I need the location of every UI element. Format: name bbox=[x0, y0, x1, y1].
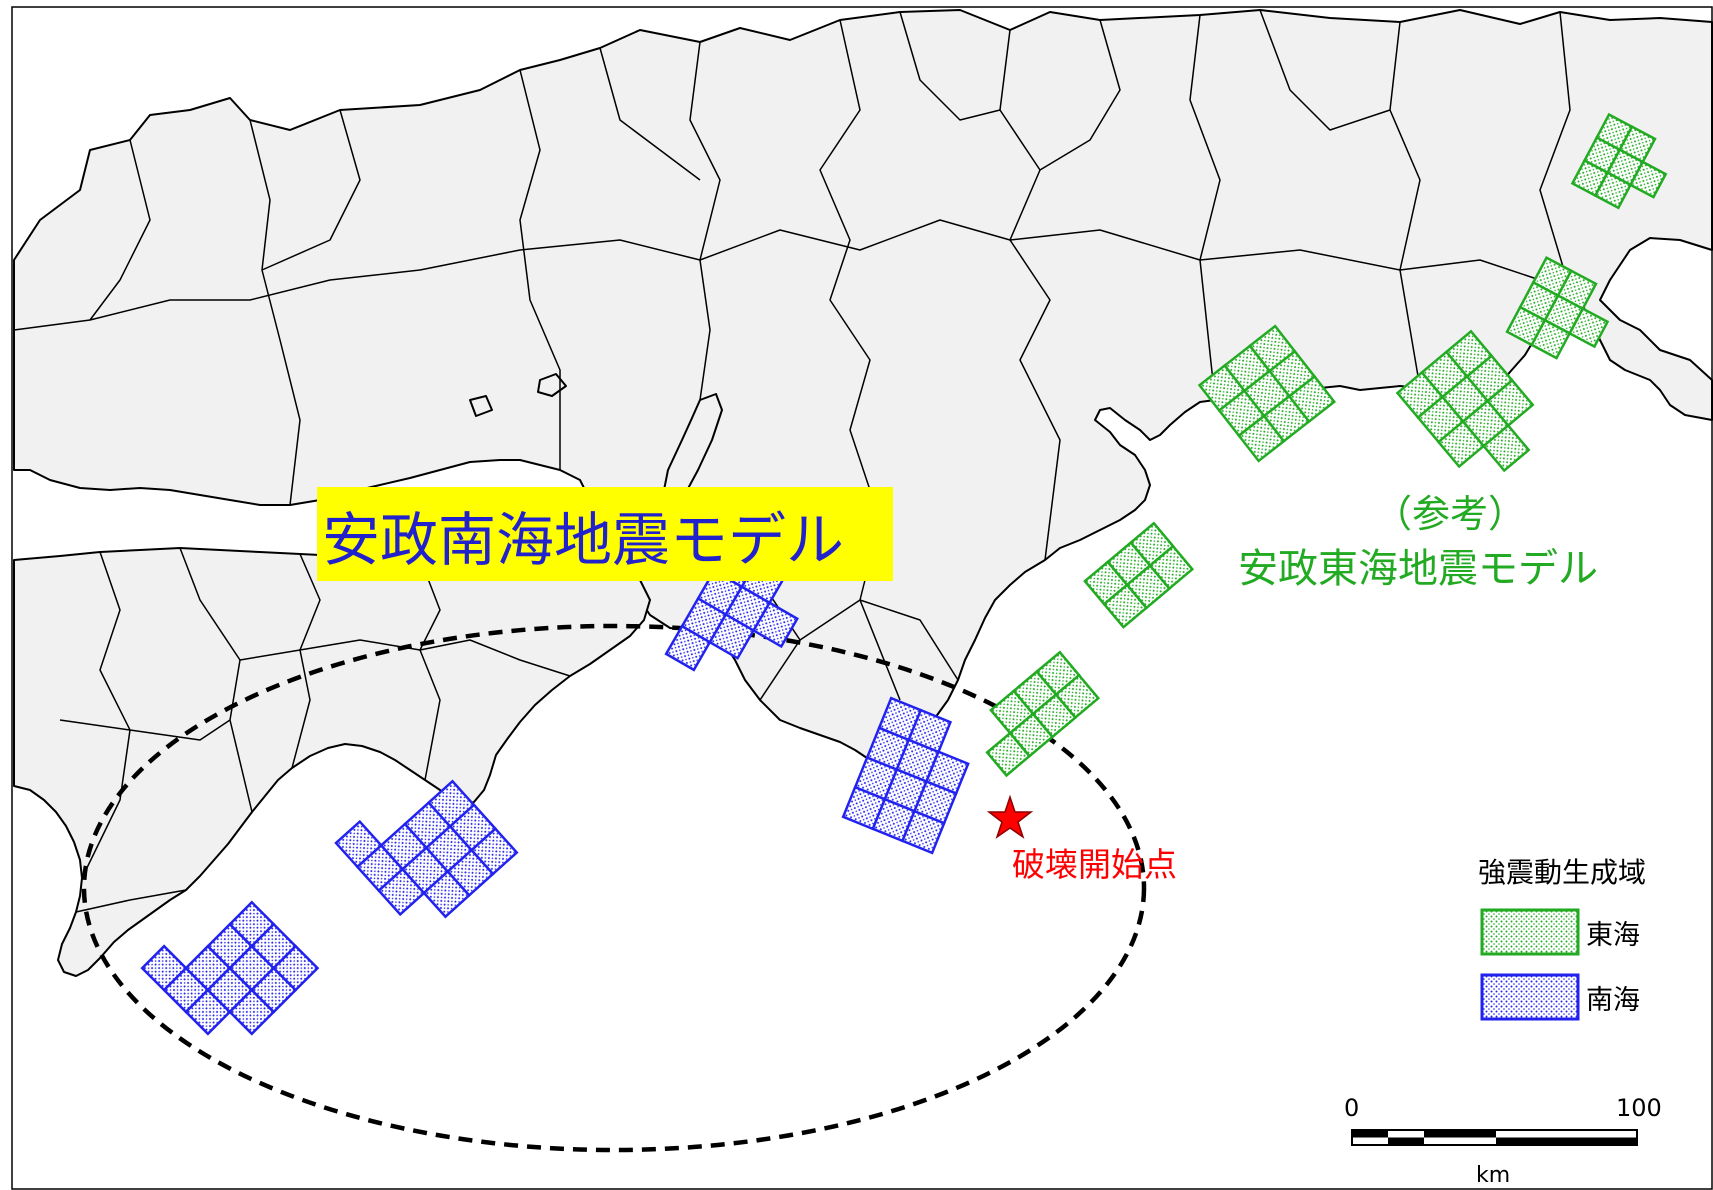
epicenter-label: 破壊開始点 bbox=[1012, 845, 1177, 884]
tokai-zone-cell bbox=[1618, 125, 1657, 164]
legend-swatch-tokai bbox=[1480, 908, 1580, 956]
legend-label-nankai: 南海 bbox=[1586, 985, 1640, 1016]
tokai-zone-cell bbox=[1054, 673, 1101, 720]
scale-bar-segment bbox=[1388, 1137, 1424, 1145]
tokai-zone-cell bbox=[1481, 423, 1531, 473]
tokai-zone-cell bbox=[1567, 306, 1610, 349]
title-background bbox=[317, 487, 893, 581]
tokai-zone-cell bbox=[1485, 378, 1535, 428]
land-island bbox=[537, 373, 567, 397]
epicenter-star-icon bbox=[986, 794, 1034, 839]
tokai-zone-cell bbox=[1148, 544, 1195, 591]
tokai-zone-cell bbox=[1287, 374, 1337, 424]
scale-bar-segment bbox=[1496, 1137, 1637, 1145]
tokai-zone-cell bbox=[1628, 160, 1668, 199]
tokai-generation-zones bbox=[985, 112, 1668, 778]
map-title: 安政南海地震モデル bbox=[322, 506, 844, 574]
border-layer bbox=[13, 9, 1571, 913]
scale-bar-segment bbox=[1424, 1130, 1496, 1138]
land-island bbox=[469, 395, 493, 417]
scale-unit-label: km bbox=[1476, 1163, 1510, 1188]
nankai-zone-cell bbox=[924, 750, 970, 796]
nankai-zone-cell bbox=[334, 819, 383, 869]
reference-model-label: 安政東海地震モデル bbox=[1238, 546, 1598, 592]
reference-note: （参考） bbox=[1374, 492, 1526, 536]
nankai-zone-cell bbox=[751, 601, 799, 649]
scale-max-label: 100 bbox=[1616, 1094, 1662, 1122]
legend: 強震動生成域 東海 南海 bbox=[1478, 856, 1646, 1021]
legend-label-tokai: 東海 bbox=[1586, 920, 1640, 951]
nankai-zone-cell bbox=[140, 944, 188, 992]
nankai-zone-cell bbox=[469, 826, 519, 876]
tokai-zone-cell bbox=[1556, 269, 1598, 311]
nankai-zone-cell bbox=[907, 708, 953, 754]
nankai-zone-cell bbox=[271, 944, 320, 992]
legend-title: 強震動生成域 bbox=[1478, 856, 1646, 889]
legend-swatch-nankai bbox=[1480, 973, 1580, 1021]
scale-min-label: 0 bbox=[1344, 1094, 1359, 1122]
rupture-zone-ellipse bbox=[81, 623, 1147, 1153]
scale-bar: 0 100 km bbox=[1344, 1094, 1662, 1188]
tokai-zone-cell bbox=[985, 731, 1032, 778]
scale-bar-segment bbox=[1352, 1130, 1388, 1138]
